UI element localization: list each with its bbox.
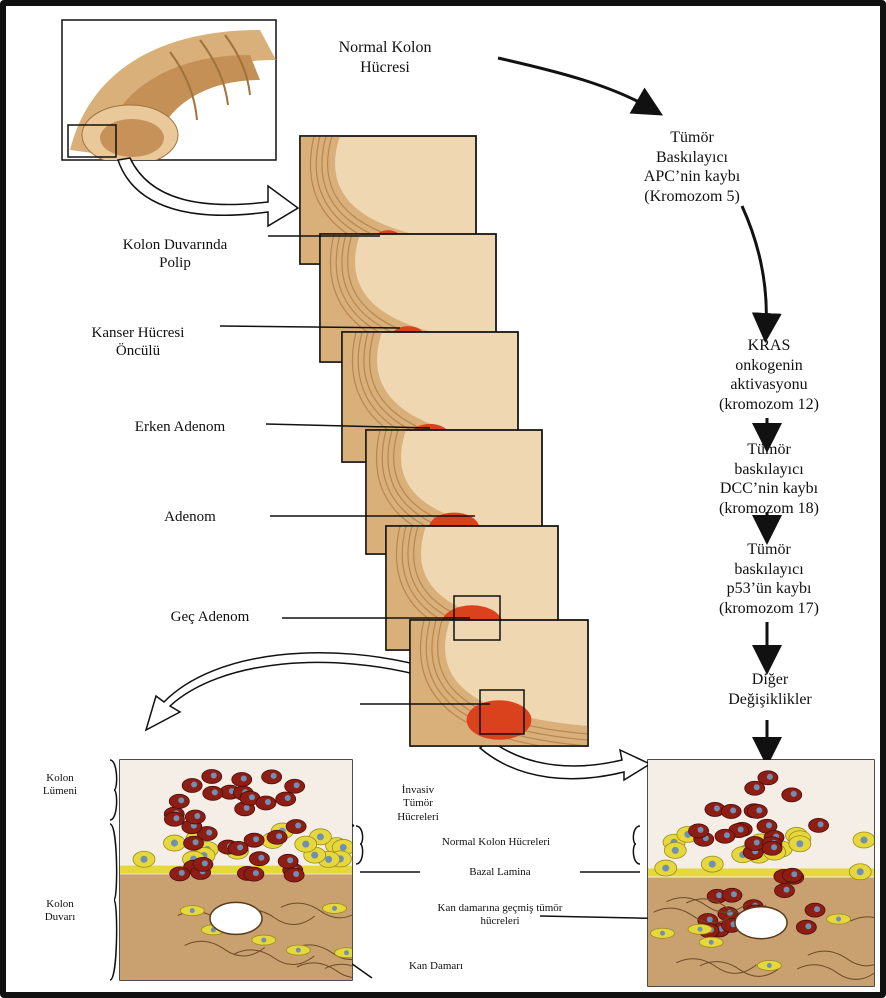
label-early-adenoma: Erken Adenom — [100, 418, 260, 436]
label-p53-loss: Tümör baskılayıcı p53’ün kaybı (kromozom… — [696, 540, 842, 618]
label-colon-lumen: Kolon Lümeni — [20, 772, 100, 799]
label-vessel-tumor-cells: Kan damarına geçmiş tümör hücreleri — [400, 902, 600, 929]
cell-image-left — [120, 760, 405, 980]
cell-image-right — [648, 760, 886, 986]
label-dcc-loss: Tümör baskılayıcı DCC’nin kaybı (kromozo… — [696, 440, 842, 518]
label-normal-cells: Normal Kolon Hücreleri — [396, 836, 596, 849]
label-basal-lamina: Bazal Lamina — [420, 866, 580, 879]
label-other-changes: Diğer Değişiklikler — [700, 670, 840, 709]
label-blood-vessel: Kan Damarı — [376, 960, 496, 973]
label-kras-activation: KRAS onkogenin aktivasyonu (kromozom 12) — [696, 336, 842, 414]
label-adenoma: Adenom — [120, 508, 260, 526]
label-normal-colon: Normal Kolon Hücresi — [300, 38, 470, 77]
label-precursor: Kanser Hücresi Öncülü — [58, 324, 218, 361]
label-colon-wall: Kolon Duvarı — [20, 898, 100, 925]
label-invasive-cells: İnvasiv Tümör Hücreleri — [378, 784, 458, 824]
label-polyp: Kolon Duvarında Polip — [90, 236, 260, 273]
label-late-adenoma: Geç Adenom — [140, 608, 280, 626]
colon-tube-image — [62, 20, 276, 165]
label-apc-loss: Tümör Baskılayıcı APC’nin kaybı (Kromozo… — [622, 128, 762, 206]
